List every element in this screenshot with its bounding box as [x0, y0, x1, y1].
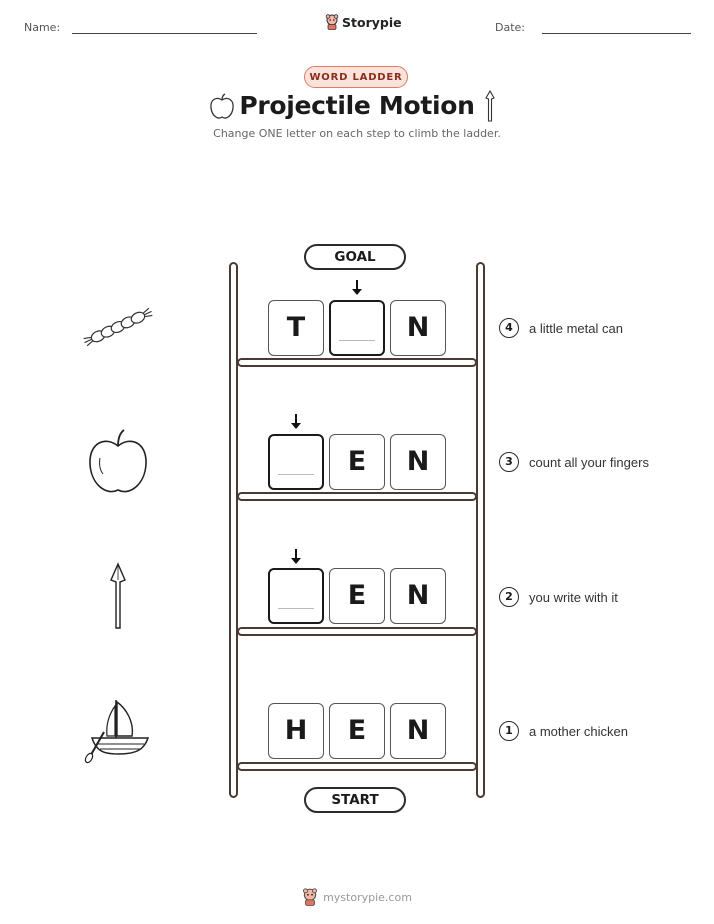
- blank-letter-tile[interactable]: [268, 434, 324, 490]
- arrow-down-icon: [352, 280, 362, 295]
- step-number: 2: [499, 587, 519, 607]
- ladder-rung: [237, 492, 477, 501]
- footer: mystorypie.com: [0, 888, 714, 906]
- name-field[interactable]: [72, 33, 257, 34]
- step-number: 3: [499, 452, 519, 472]
- letter-tile: E: [329, 703, 385, 759]
- date-field[interactable]: [542, 33, 691, 34]
- goal-label: GOAL: [304, 244, 406, 270]
- letter-tile: N: [390, 568, 446, 624]
- brand-logo: Storypie: [325, 14, 402, 30]
- ladder-rung: [237, 627, 477, 636]
- apple-icon: [89, 429, 147, 493]
- blank-letter-tile[interactable]: [268, 568, 324, 624]
- spear-icon: [485, 90, 495, 122]
- date-label: Date:: [495, 21, 525, 34]
- letter-tile: E: [329, 434, 385, 490]
- rope-icon: [83, 307, 153, 347]
- letter-tile: N: [390, 300, 446, 356]
- word-ladder-badge: WORD LADDER: [304, 66, 408, 88]
- instructions: Change ONE letter on each step to climb …: [213, 127, 501, 140]
- storypie-mascot-icon: [303, 888, 318, 906]
- spear-icon: [110, 562, 126, 629]
- storypie-mascot-icon: [325, 14, 339, 30]
- blank-letter-tile[interactable]: [329, 300, 385, 356]
- clue-text: a little metal can: [529, 321, 623, 336]
- ladder-rung: [237, 358, 477, 367]
- name-label: Name:: [24, 21, 61, 34]
- start-label: START: [304, 787, 406, 813]
- letter-tile: E: [329, 568, 385, 624]
- boat-icon: [84, 700, 150, 764]
- ladder-rung: [237, 762, 477, 771]
- clue-text: you write with it: [529, 590, 618, 605]
- step-number: 4: [499, 318, 519, 338]
- letter-tile: T: [268, 300, 324, 356]
- brand-name: Storypie: [342, 14, 402, 30]
- letter-tile: H: [268, 703, 324, 759]
- letter-tile: N: [390, 703, 446, 759]
- arrow-down-icon: [291, 414, 301, 429]
- clue-text: a mother chicken: [529, 724, 628, 739]
- page-title: Projectile Motion: [239, 91, 475, 120]
- footer-url[interactable]: mystorypie.com: [323, 890, 412, 904]
- apple-icon: [210, 93, 234, 119]
- clue-text: count all your fingers: [529, 455, 649, 470]
- arrow-down-icon: [291, 549, 301, 564]
- ladder-rail-right: [476, 262, 485, 798]
- ladder-rail-left: [229, 262, 238, 798]
- step-number: 1: [499, 721, 519, 741]
- letter-tile: N: [390, 434, 446, 490]
